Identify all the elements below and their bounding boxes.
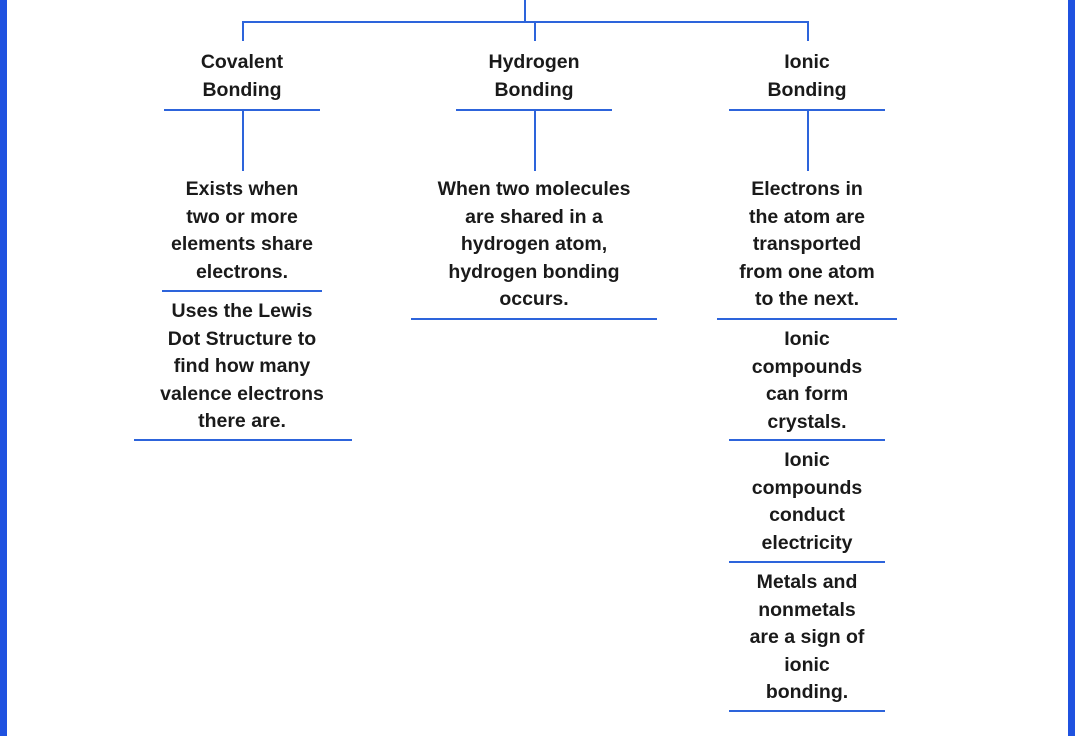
ionic-note-3-underline <box>729 561 885 563</box>
ionic-connector <box>807 21 809 41</box>
hydrogen-title-underline <box>456 109 612 111</box>
covalent-note-1-underline <box>162 290 322 292</box>
ionic-title-underline <box>729 109 885 111</box>
covalent-title-underline <box>164 109 320 111</box>
covalent-connector <box>242 21 244 41</box>
ionic-note-4: Metals and nonmetals are a sign of ionic… <box>749 571 865 703</box>
ionic-note-2-underline <box>729 439 885 441</box>
hydrogen-stem <box>534 111 536 171</box>
ionic-note-1: Electrons in the atom are transported fr… <box>739 178 875 310</box>
covalent-note-1: Exists when two or more elements share e… <box>171 178 313 283</box>
covalent-note-2: Uses the Lewis Dot Structure to find how… <box>160 300 324 432</box>
hydrogen-bonding-title: Hydrogen Bonding <box>488 51 580 101</box>
ionic-note-1-underline <box>717 318 897 320</box>
ionic-note-2: Ionic compounds can form crystals. <box>751 328 863 433</box>
hydrogen-connector <box>534 21 536 41</box>
ionic-bonding-title: Ionic Bonding <box>767 51 847 101</box>
covalent-bonding-title: Covalent Bonding <box>200 51 284 101</box>
ionic-stem <box>807 111 809 171</box>
covalent-note-2-underline <box>134 439 352 441</box>
hydrogen-note-1: When two molecules are shared in a hydro… <box>437 178 631 310</box>
ionic-note-3: Ionic compounds conduct electricity <box>751 449 863 554</box>
hydrogen-note-1-underline <box>411 318 657 320</box>
ionic-note-4-underline <box>729 710 885 712</box>
root-connector <box>524 0 526 22</box>
covalent-stem <box>242 111 244 171</box>
branch-bar <box>242 21 809 23</box>
